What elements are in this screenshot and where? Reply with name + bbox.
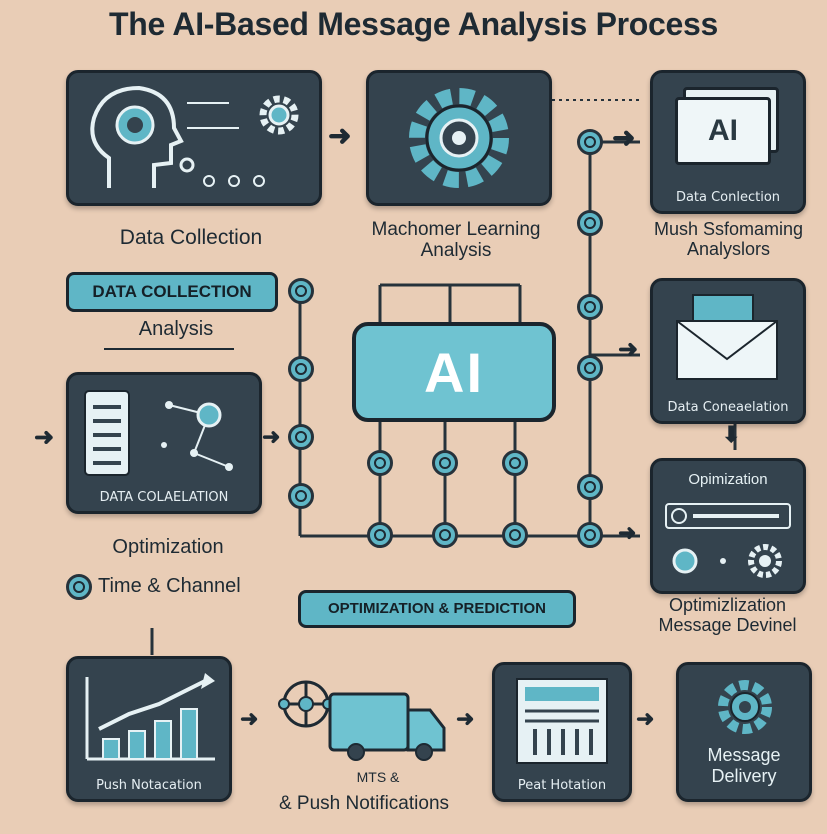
document-ai-icon: AI (675, 97, 771, 165)
node (577, 474, 603, 500)
data-conso-card: Data Coneaelation (650, 278, 806, 424)
node (432, 450, 458, 476)
gear-icon (259, 95, 299, 135)
push-notation-card: Push Notacation (66, 656, 232, 802)
node (577, 210, 603, 236)
node (288, 483, 314, 509)
arrow-down-icon: ⬇ (722, 422, 741, 447)
delivery-gear-icon (718, 680, 772, 734)
arrow-right-icon: ➜ (262, 424, 281, 449)
node (288, 356, 314, 382)
node (288, 278, 314, 304)
slider-bar (665, 503, 791, 529)
gear-icon (409, 88, 509, 188)
node (66, 574, 92, 600)
list-document-icon (84, 390, 233, 476)
node (577, 355, 603, 381)
node (367, 522, 393, 548)
time-channel-row: Time & Channel (66, 573, 286, 601)
message-delivery-label: Message Delivery (707, 745, 781, 786)
envelope-icon (676, 294, 778, 380)
peat-hotation-card: Peat Hotation (492, 662, 632, 802)
ai-core: AI (352, 322, 556, 422)
node (288, 424, 314, 450)
gear-icon (672, 544, 782, 578)
network-icon (161, 401, 233, 471)
node (432, 522, 458, 548)
optimization-card: Opimization (650, 458, 806, 594)
optimization-label: Optimization (112, 536, 224, 558)
data-colaelation-card: DATA COLAELATION (66, 372, 262, 514)
table-icon (516, 678, 608, 764)
divider (104, 348, 234, 350)
chart-growth-icon (85, 673, 215, 761)
mush-analysis-label: Mush Ssfomaming Analyslors (653, 219, 804, 259)
node (367, 450, 393, 476)
arrow-right-icon: ➜ (240, 706, 259, 731)
mts-label: MTS & (356, 769, 400, 785)
message-delivery-card: Message Delivery (676, 662, 812, 802)
page-title: The AI-Based Message Analysis Process (108, 6, 719, 42)
push-notifications-label: & Push Notifications (278, 793, 450, 814)
node (502, 450, 528, 476)
data-collection-pill: DATA COLLECTION (66, 272, 278, 312)
node (577, 129, 603, 155)
data-collection-label: Data Collection (119, 226, 263, 249)
head-brain-icon (90, 85, 265, 188)
node (502, 522, 528, 548)
arrow-right-icon: ➜ (612, 122, 636, 153)
arrow-right-icon: ➜ (636, 706, 655, 731)
arrow-right-icon: ➜ (618, 520, 637, 545)
node (577, 294, 603, 320)
optimization-message-label: Optimizlization Message Devinel (658, 595, 797, 635)
ml-analysis-label: Machomer Learning Analysis (371, 219, 541, 261)
arrow-right-icon: ➜ (456, 706, 475, 731)
data-collection-card (66, 70, 322, 206)
arrow-right-icon: ➜ (328, 120, 352, 151)
ml-analysis-card (366, 70, 552, 206)
ai-document-card: AI Data Conlection (650, 70, 806, 214)
analysis-label: Analysis (138, 318, 214, 340)
optimization-prediction-pill: OPTIMIZATION & PREDICTION (298, 590, 576, 628)
arrow-right-icon: ➜ (618, 336, 639, 363)
node (577, 522, 603, 548)
arrow-right-icon: ➜ (34, 424, 55, 451)
delivery-truck-icon (278, 680, 446, 761)
